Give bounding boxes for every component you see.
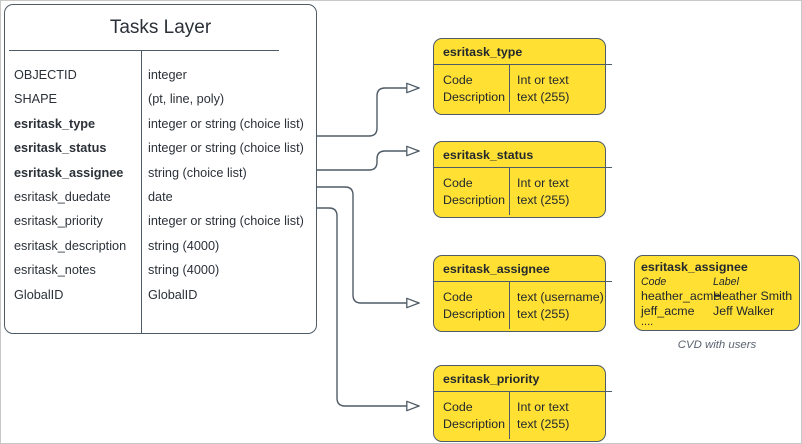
header-divider	[434, 391, 612, 392]
header-divider	[434, 167, 612, 168]
field-name: esritask_notes	[14, 263, 96, 278]
list-item: Description	[443, 192, 505, 207]
cvd-title: esritask_assignee	[641, 260, 748, 274]
table-row[interactable]: esritask_notes string (4000)	[5, 258, 316, 282]
table-row[interactable]: esritask_priority integer or string (cho…	[5, 209, 316, 233]
list-item: Code	[443, 176, 473, 190]
column-divider	[509, 64, 510, 112]
table-row[interactable]: GlobalID GlobalID	[5, 283, 316, 307]
field-type: integer or string (choice list)	[148, 141, 304, 156]
field-name: esritask_assignee	[14, 165, 124, 180]
header-divider	[434, 64, 612, 65]
column-divider	[509, 167, 510, 215]
choice-list-title: esritask_type	[443, 45, 523, 59]
connector-type	[316, 82, 420, 137]
choice-list-esritask-type[interactable]: esritask_type Code Description Int or te…	[433, 38, 612, 115]
list-item: Code	[443, 400, 473, 414]
field-type: date	[148, 189, 173, 204]
header-divider	[434, 281, 612, 282]
table-row[interactable]: esritask_status integer or string (choic…	[5, 136, 316, 160]
choice-list-right-column: Int or text text (255)	[517, 72, 569, 105]
choice-list-title: esritask_priority	[443, 372, 540, 386]
field-type: string (4000)	[148, 263, 220, 278]
cvd-row-code: ....	[641, 316, 654, 328]
list-item: Description	[443, 89, 505, 104]
cvd-caption: CVD with users	[677, 339, 757, 351]
list-item: text (username)	[517, 290, 604, 304]
choice-list-esritask-assignee[interactable]: esritask_assignee Code Description text …	[433, 255, 612, 332]
column-divider	[509, 281, 510, 329]
choice-list-esritask-status[interactable]: esritask_status Code Description Int or …	[433, 141, 612, 218]
field-type: GlobalID	[148, 287, 198, 302]
choice-list-left-column: Code Description	[443, 175, 505, 208]
table-row[interactable]: esritask_assignee string (choice list)	[5, 161, 316, 185]
table-row[interactable]: SHAPE (pt, line, poly)	[5, 87, 316, 111]
field-type: integer or string (choice list)	[148, 214, 304, 229]
choice-list-left-column: Code Description	[443, 399, 505, 432]
column-divider	[509, 391, 510, 439]
field-name: esritask_status	[14, 141, 107, 156]
list-item: text (255)	[517, 192, 570, 207]
cvd-header-code: Code	[641, 276, 667, 288]
choice-list-title: esritask_status	[443, 148, 534, 162]
field-name: esritask_description	[14, 238, 127, 253]
list-item: text (255)	[517, 89, 570, 104]
connector-status	[316, 145, 420, 171]
choice-list-esritask-priority[interactable]: esritask_priority Code Description Int o…	[433, 365, 612, 442]
list-item: Int or text	[517, 176, 569, 190]
list-item: Code	[443, 290, 473, 304]
field-name: OBJECTID	[14, 68, 77, 82]
list-item: Code	[443, 73, 473, 87]
field-list: OBJECTID integer SHAPE (pt, line, poly) …	[5, 63, 316, 307]
choice-list-right-column: Int or text text (255)	[517, 399, 569, 432]
list-item: Description	[443, 306, 505, 321]
list-item: Description	[443, 416, 505, 431]
list-item: Int or text	[517, 73, 569, 87]
table-row[interactable]: esritask_description string (4000)	[5, 234, 316, 258]
cvd-header-label: Label	[713, 276, 739, 288]
choice-list-left-column: Code Description	[443, 72, 505, 105]
field-name: esritask_priority	[14, 214, 103, 229]
list-item: text (255)	[517, 306, 570, 321]
entity-tasks-layer[interactable]: Tasks Layer OBJECTID integer SHAPE (pt, …	[4, 4, 317, 334]
list-item: text (255)	[517, 416, 570, 431]
title-divider	[9, 50, 279, 51]
cvd-row-code: heather_acme	[641, 289, 721, 303]
field-type: string (4000)	[148, 238, 220, 253]
table-row[interactable]: OBJECTID integer	[5, 63, 316, 87]
field-name: esritask_type	[14, 116, 96, 131]
field-type: (pt, line, poly)	[148, 92, 225, 107]
page-title: Tasks Layer	[109, 17, 212, 38]
choice-list-right-column: Int or text text (255)	[517, 175, 569, 208]
table-row[interactable]: esritask_duedate date	[5, 185, 316, 209]
field-name: SHAPE	[14, 92, 58, 107]
choice-list-left-column: Code Description	[443, 289, 505, 322]
field-type: string (choice list)	[148, 165, 247, 180]
field-type: integer	[148, 68, 187, 82]
column-divider	[141, 50, 142, 333]
field-type: integer or string (choice list)	[148, 116, 304, 131]
choice-list-right-column: text (username) text (255)	[517, 289, 604, 322]
choice-list-title: esritask_assignee	[443, 262, 550, 276]
table-row[interactable]: esritask_type integer or string (choice …	[5, 112, 316, 136]
connector-priority	[316, 207, 420, 412]
cvd-row-code: jeff_acme	[641, 304, 695, 318]
field-name: esritask_duedate	[14, 189, 111, 204]
field-name: GlobalID	[14, 287, 64, 302]
cvd-row-label: Heather Smith	[713, 289, 793, 303]
list-item: Int or text	[517, 400, 569, 414]
cvd-sample-box[interactable]: esritask_assignee Code Label heather_acm…	[634, 255, 800, 331]
cvd-row-label: Jeff Walker	[713, 304, 775, 318]
connector-assignee	[316, 186, 420, 309]
